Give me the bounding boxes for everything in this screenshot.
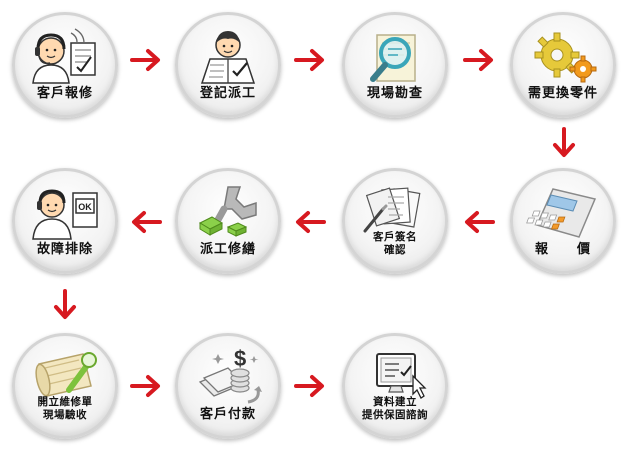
- step-label: 登記派工: [199, 86, 256, 101]
- step-issue-repair-order: 開立維修單現場驗收: [12, 333, 118, 439]
- step-label: 開立維修單現場驗收: [37, 396, 93, 421]
- step-label: 報 價: [534, 242, 591, 257]
- step-label: 派工修繕: [199, 242, 256, 257]
- step-customer-report: 客戶報修: [12, 12, 118, 118]
- step-label: 客戶簽名確認: [373, 231, 417, 256]
- svg-text:$: $: [234, 346, 246, 371]
- arrow-left-icon: [132, 211, 162, 233]
- step-dispatch-repair: 派工修繕: [175, 168, 281, 274]
- calculator-icon: [526, 188, 597, 238]
- step-customer-sign: 客戶簽名確認: [342, 168, 448, 274]
- scroll-pen-icon: [35, 352, 97, 397]
- step-register-dispatch: 登記派工: [175, 12, 281, 118]
- step-label: 現場勘查: [366, 86, 423, 101]
- arrow-left-icon: [465, 211, 495, 233]
- step-need-parts: 需更換零件: [510, 12, 616, 118]
- magnifier-document-icon: [370, 34, 416, 82]
- arrow-right-icon: [294, 375, 324, 397]
- documents-pen-icon: [363, 187, 421, 233]
- arrow-right-icon: [130, 49, 160, 71]
- step-build-records: 資料建立提供保固諮詢: [342, 333, 448, 439]
- step-label: 客戶報修: [36, 86, 93, 101]
- arrow-down-icon: [54, 289, 76, 319]
- step-label: 客戶付款: [199, 407, 256, 422]
- computer-checklist-icon: [376, 353, 427, 399]
- svg-text:OK: OK: [78, 202, 92, 212]
- arrow-down-icon: [553, 127, 575, 157]
- writing-girl-icon: [200, 31, 256, 84]
- technician-ok-icon: OK: [32, 189, 98, 240]
- wrench-tools-icon: [198, 186, 257, 237]
- arrow-right-icon: [294, 49, 324, 71]
- arrow-right-icon: [130, 375, 160, 397]
- step-site-survey: 現場勘查: [342, 12, 448, 118]
- arrow-left-icon: [296, 211, 326, 233]
- step-label: 資料建立提供保固諮詢: [362, 396, 428, 421]
- step-troubleshoot: OK 故障排除: [12, 168, 118, 274]
- gears-icon: [534, 32, 597, 83]
- step-label: 需更換零件: [527, 86, 598, 101]
- step-customer-payment: $ 客戶付款: [175, 333, 281, 439]
- money-coins-icon: $: [198, 346, 262, 404]
- step-label: 故障排除: [36, 242, 93, 257]
- customer-service-icon: [32, 28, 96, 84]
- arrow-right-icon: [463, 49, 493, 71]
- step-quote: 報 價: [510, 168, 616, 274]
